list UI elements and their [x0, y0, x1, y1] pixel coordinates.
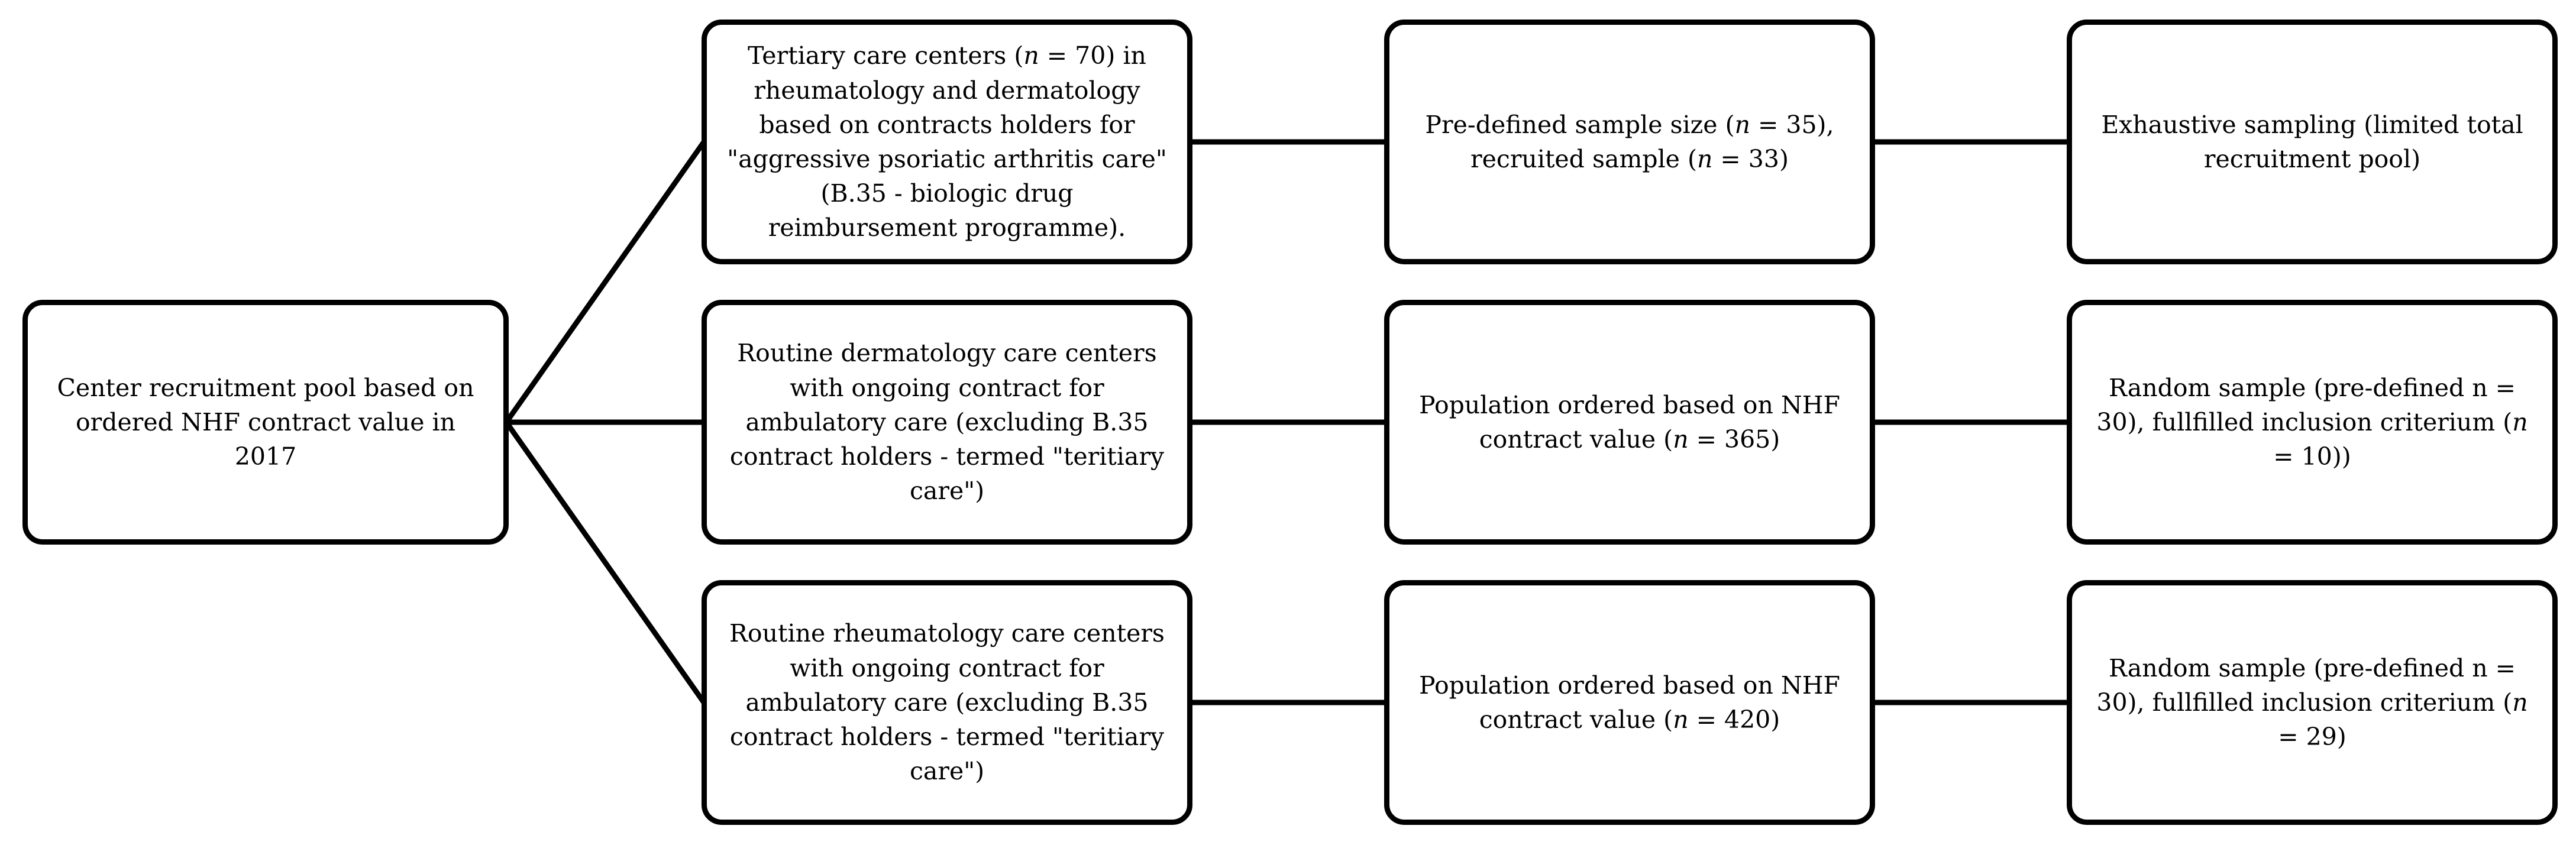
rheumatology-population-box: Population ordered based on NHF contract…: [1384, 580, 1875, 825]
text-run: = 35), recruited sample (: [1470, 110, 1834, 173]
italic-n-symbol: n: [1673, 705, 1689, 734]
dermatology-population-box: Population ordered based on NHF contract…: [1384, 300, 1875, 545]
text-run: Tertiary care centers (: [748, 41, 1024, 70]
rheumatology-centers-box: Routine rheumatology care centers with o…: [702, 580, 1192, 825]
text-run: Random sample (pre-defined n = 30), full…: [2096, 373, 2516, 436]
rheumatology-centers-text: Routine rheumatology care centers with o…: [727, 616, 1167, 788]
text-run: Random sample (pre-defined n = 30), full…: [2096, 653, 2516, 717]
dermatology-sampling-method-box: Random sample (pre-defined n = 30), full…: [2067, 300, 2558, 545]
dermatology-centers-text: Routine dermatology care centers with on…: [727, 336, 1167, 508]
text-run: = 420): [1688, 705, 1780, 734]
italic-n-symbol: n: [1023, 41, 1039, 70]
tertiary-care-centers-text: Tertiary care centers (n = 70) in rheuma…: [727, 38, 1167, 245]
rheumatology-population-text: Population ordered based on NHF contract…: [1410, 668, 1850, 737]
rheumatology-sampling-method-text: Random sample (pre-defined n = 30), full…: [2092, 651, 2532, 755]
italic-n-symbol: n: [1696, 145, 1713, 173]
italic-n-symbol: n: [1734, 110, 1750, 139]
connector-root-to-rheumatology: [504, 420, 706, 704]
italic-n-symbol: n: [1673, 425, 1689, 454]
text-run: = 10)): [2273, 442, 2351, 471]
dermatology-population-text: Population ordered based on NHF contract…: [1410, 388, 1850, 457]
text-run: Population ordered based on NHF contract…: [1419, 390, 1840, 454]
tertiary-sample-size-box: Pre-defined sample size (n = 35), recrui…: [1384, 20, 1875, 264]
tertiary-sample-size-text: Pre-defined sample size (n = 35), recrui…: [1410, 108, 1850, 176]
text-run: Routine dermatology care centers with on…: [729, 339, 1165, 506]
text-run: = 365): [1688, 425, 1780, 454]
tertiary-sampling-method-box: Exhaustive sampling (limited total recru…: [2067, 20, 2558, 264]
text-run: Pre-defined sample size (: [1425, 110, 1735, 139]
text-run: Routine rheumatology care centers with o…: [729, 619, 1165, 786]
italic-n-symbol: n: [2512, 407, 2528, 436]
recruitment-pool-text: Center recruitment pool based on ordered…: [57, 373, 474, 471]
dermatology-sampling-method-text: Random sample (pre-defined n = 30), full…: [2092, 371, 2532, 474]
text-run: Exhaustive sampling (limited total recru…: [2101, 110, 2523, 173]
text-run: = 70) in rheumatology and dermatology ba…: [727, 41, 1167, 242]
tertiary-sampling-method-text: Exhaustive sampling (limited total recru…: [2092, 108, 2532, 176]
rheumatology-sampling-method-box: Random sample (pre-defined n = 30), full…: [2067, 580, 2558, 825]
connector-root-to-tertiary: [504, 140, 706, 424]
tertiary-care-centers-box: Tertiary care centers (n = 70) in rheuma…: [702, 20, 1192, 264]
dermatology-centers-box: Routine dermatology care centers with on…: [702, 300, 1192, 545]
italic-n-symbol: n: [2512, 688, 2528, 717]
text-run: = 29): [2278, 723, 2346, 752]
text-run: Population ordered based on NHF contract…: [1419, 671, 1840, 734]
text-run: = 33): [1712, 145, 1789, 173]
recruitment-pool-box: Center recruitment pool based on ordered…: [22, 300, 509, 545]
